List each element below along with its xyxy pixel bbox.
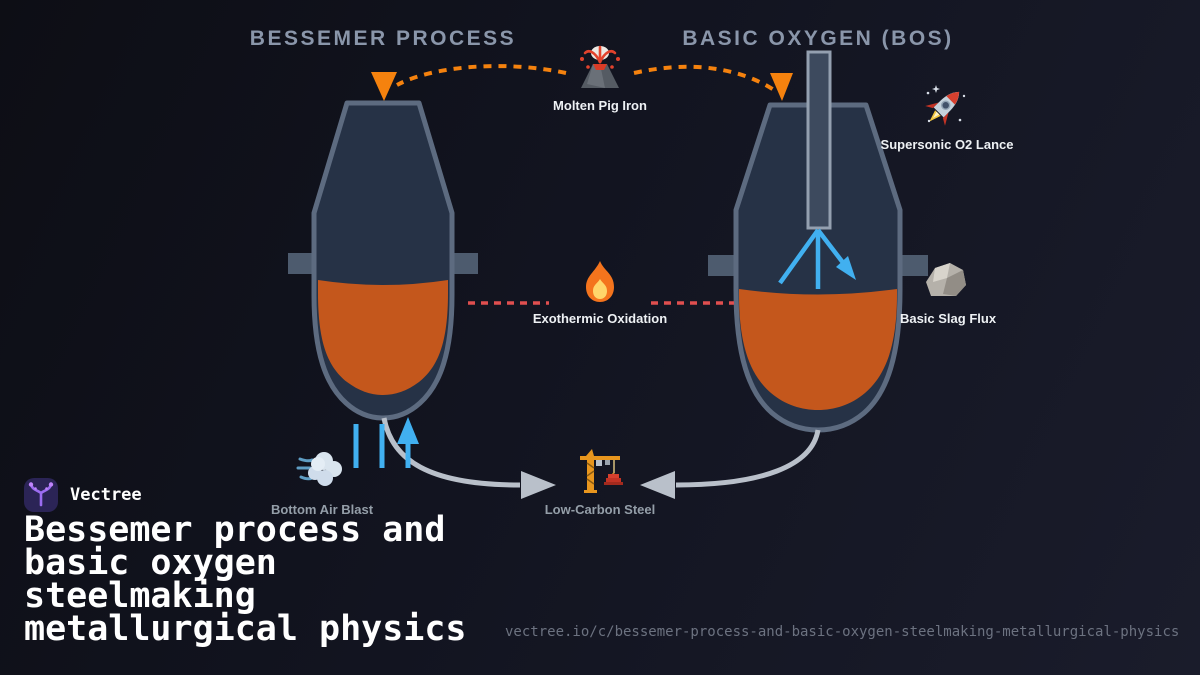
wind-icon	[296, 452, 342, 486]
brand-row: Vectree	[24, 478, 142, 512]
bessemer-converter	[288, 100, 478, 421]
supersonic-o2-lance-label: Supersonic O2 Lance	[880, 137, 1014, 152]
vectree-logo	[24, 478, 58, 512]
vectree-branch-icon	[28, 482, 54, 507]
title-line-2: basic oxygen	[24, 543, 277, 583]
molten-metal	[318, 280, 448, 395]
right-trunnion	[448, 253, 478, 274]
molten-metal	[739, 289, 897, 410]
title-line-4: metallurgical physics	[24, 609, 467, 649]
oxygen-jet-lines	[778, 228, 846, 289]
title-line-1: Bessemer process and	[24, 510, 446, 550]
brand-name: Vectree	[70, 485, 142, 505]
molten-pig-iron-label: Molten Pig Iron	[553, 98, 647, 113]
title-line-3: steelmaking	[24, 576, 256, 616]
pig-iron-flow-dashed	[396, 64, 779, 94]
crane-icon	[580, 449, 623, 493]
bos-converter	[708, 50, 928, 433]
oxygen-jet-arrowhead	[836, 256, 856, 280]
volcano-icon	[580, 45, 620, 88]
basic-oxygen-title: BASIC OXYGEN (BOS)	[682, 27, 954, 50]
left-trunnion	[288, 253, 318, 274]
air-blast-arrowhead	[397, 417, 419, 444]
bessemer-process-title: BESSEMER PROCESS	[249, 27, 517, 50]
pig-iron-arrowhead-right	[770, 73, 793, 101]
fire-icon	[586, 261, 614, 302]
pig-iron-arrowhead-left	[371, 72, 397, 101]
steel-tap-arrowhead-left	[521, 471, 556, 499]
low-carbon-steel-label: Low-Carbon Steel	[544, 502, 656, 517]
steel-tap-curves	[381, 417, 821, 488]
left-trunnion	[708, 255, 738, 276]
page-url: vectree.io/c/bessemer-process-and-basic-…	[505, 624, 1180, 640]
exothermic-oxidation-label: Exothermic Oxidation	[532, 311, 668, 326]
basic-slag-flux-label: Basic Slag Flux	[899, 311, 997, 326]
rocket-icon	[925, 85, 966, 126]
bottom-air-blast-label: Bottom Air Blast	[270, 502, 374, 517]
oxygen-lance-tube	[806, 50, 832, 230]
right-trunnion	[898, 255, 928, 276]
rock-icon	[926, 263, 966, 296]
air-blast-lines	[353, 424, 411, 468]
steel-tap-arrowhead-right	[640, 471, 675, 499]
page-title: Bessemer process and basic oxygen steelm…	[24, 510, 467, 649]
